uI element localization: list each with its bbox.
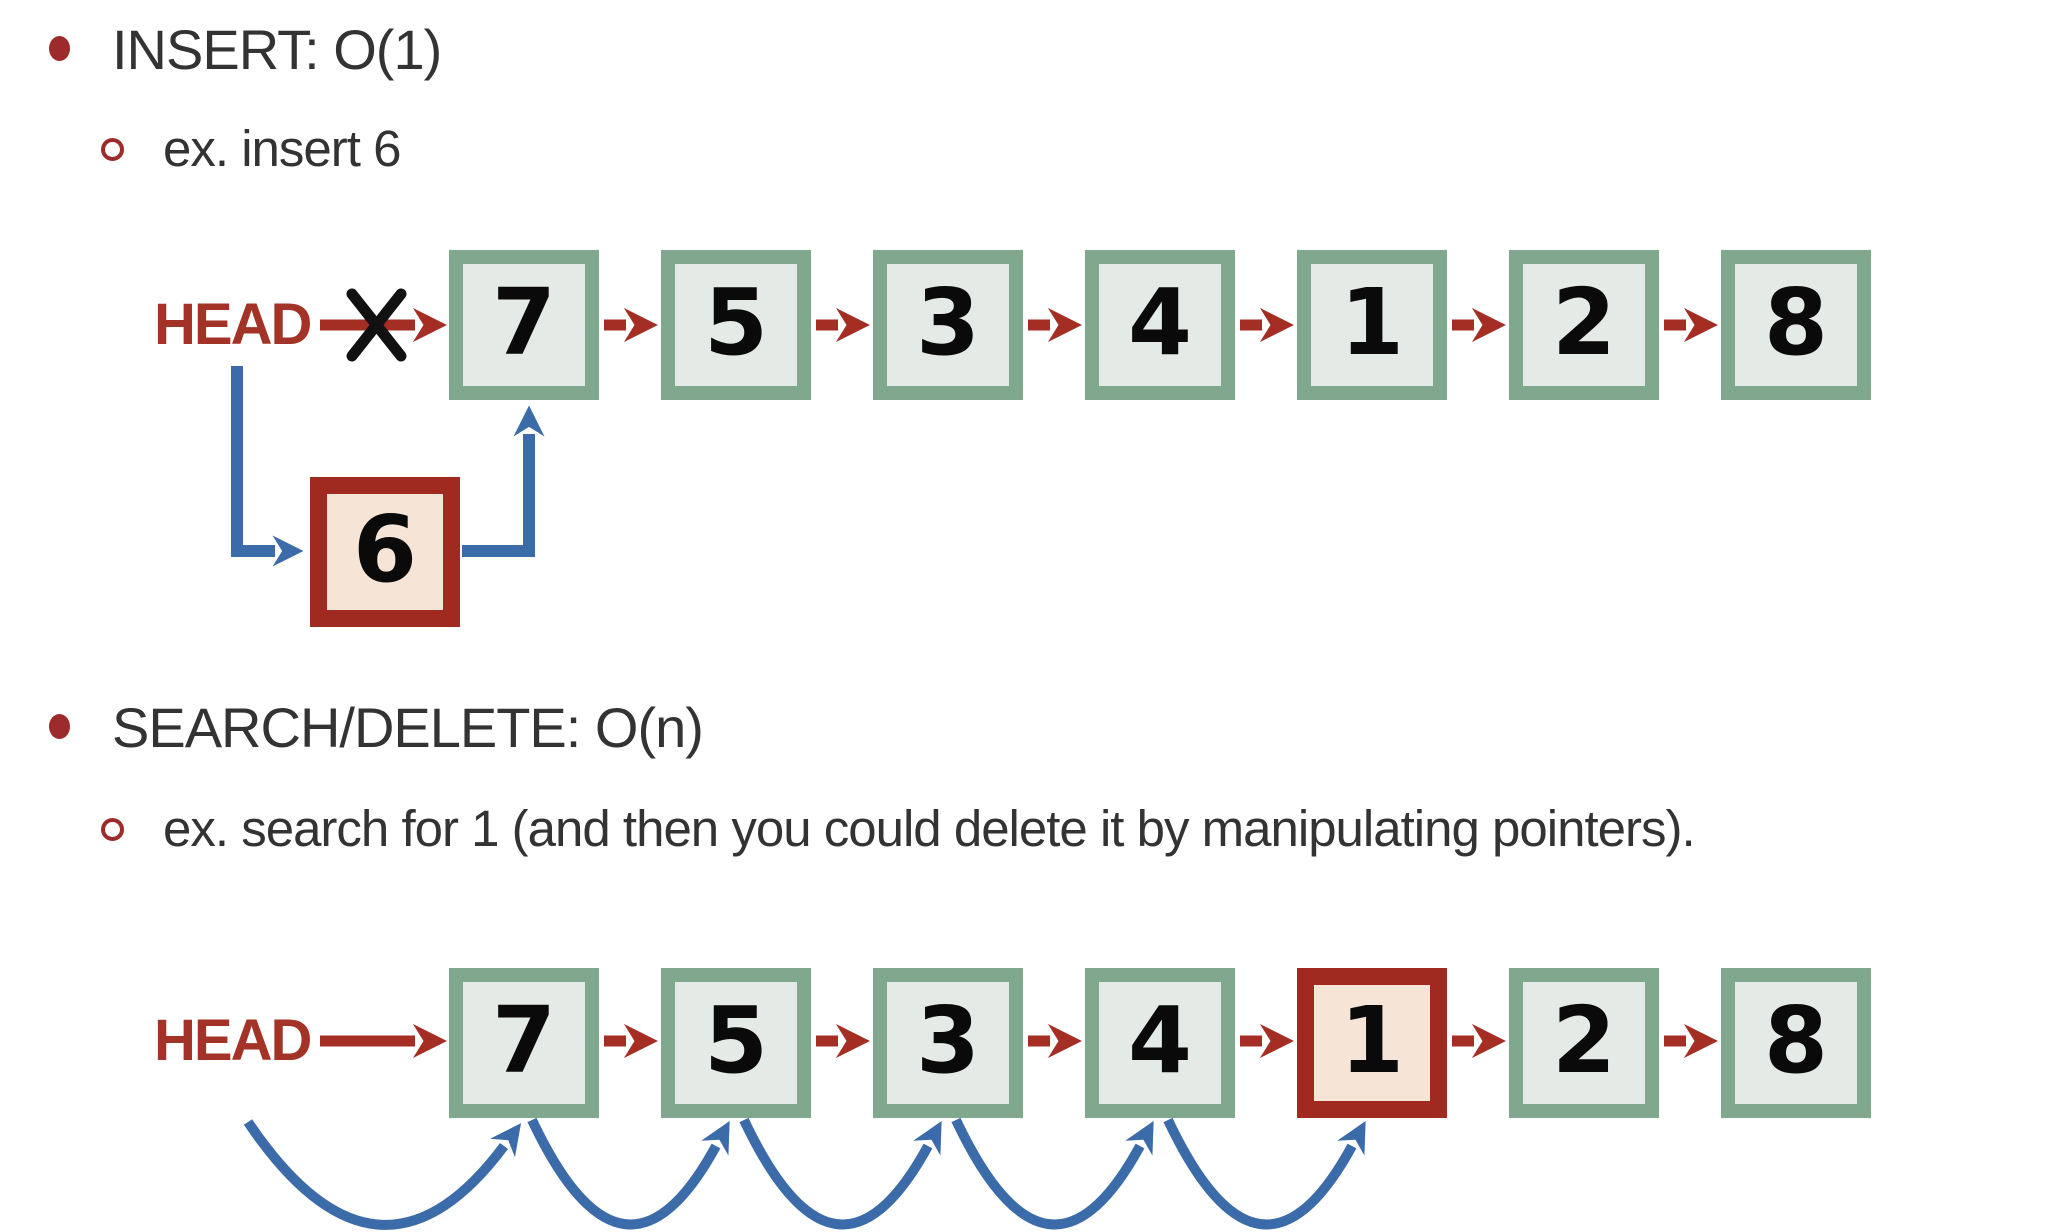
traversal-arc [243, 1119, 522, 1230]
list-node: 1 [1297, 250, 1447, 400]
list-node: 5 [661, 250, 811, 400]
node-value: 8 [1763, 269, 1828, 376]
list-node: 4 [1085, 968, 1235, 1118]
list-node: 5 [661, 968, 811, 1118]
list-node: 3 [873, 250, 1023, 400]
node-value: 4 [1127, 269, 1192, 376]
x-stroke [346, 288, 407, 362]
node-value: 7 [491, 987, 556, 1094]
traversal-arc [527, 1117, 730, 1230]
list-node: 3 [873, 968, 1023, 1118]
node-value: 7 [491, 269, 556, 376]
traversal-arc [1163, 1117, 1366, 1230]
traversal-arc [739, 1117, 942, 1230]
inserted-node: 6 [310, 477, 460, 627]
sub-bullet-search-example: ex. search for 1 (and then you could del… [163, 800, 1696, 857]
list-node: 4 [1085, 250, 1235, 400]
bullet-search-title: SEARCH/DELETE: O(n) [112, 696, 704, 759]
node-value: 5 [703, 987, 768, 1094]
node-value: 1 [1339, 987, 1404, 1094]
new-node-to-head-node-arrow [462, 405, 545, 557]
list-node: 2 [1509, 968, 1659, 1118]
list-node: 8 [1721, 250, 1871, 400]
head-pointer-label: HEAD [154, 292, 312, 357]
traversal-arc [951, 1117, 1154, 1230]
node-value: 8 [1763, 987, 1828, 1094]
list-node: 2 [1509, 250, 1659, 400]
list-node: 7 [449, 250, 599, 400]
list-node: 8 [1721, 968, 1871, 1118]
node-value: 5 [703, 269, 768, 376]
sub-bullet-circle-icon [101, 138, 124, 161]
x-stroke [346, 288, 407, 362]
node-value: 3 [915, 987, 980, 1094]
node-value: 2 [1551, 987, 1616, 1094]
node-value: 1 [1339, 269, 1404, 376]
bullet-dot-icon [49, 36, 70, 61]
sub-bullet-insert-example: ex. insert 6 [163, 120, 401, 177]
sub-bullet-circle-icon [101, 818, 124, 841]
head-pointer-label: HEAD [154, 1008, 312, 1073]
head-to-new-node-arrow [231, 366, 304, 567]
bullet-insert-title: INSERT: O(1) [112, 18, 442, 81]
node-value: 2 [1551, 269, 1616, 376]
node-value: 3 [915, 269, 980, 376]
x-mark-icon [346, 288, 407, 362]
found-node: 1 [1297, 968, 1447, 1118]
list-node: 7 [449, 968, 599, 1118]
node-value: 4 [1127, 987, 1192, 1094]
traversal-arcs [243, 1117, 1366, 1230]
node-value: 6 [352, 496, 417, 603]
bullet-dot-icon [49, 714, 70, 739]
